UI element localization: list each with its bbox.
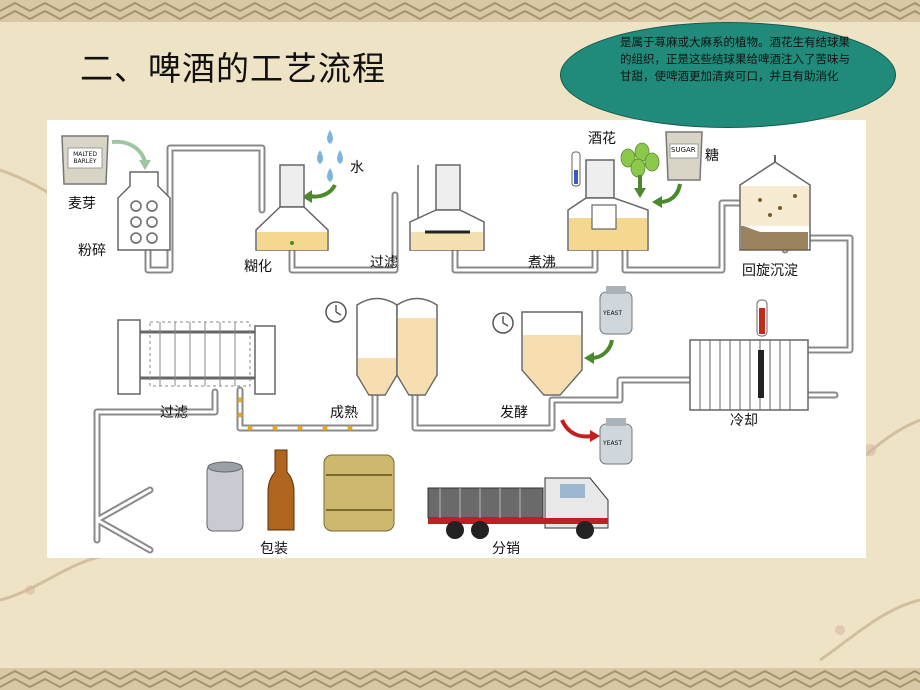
yeast-jar-out-text: YEAST [603,440,623,447]
label-package: 包装 [260,541,288,557]
arrow-head-icon [590,430,600,442]
arrow-sugar-icon [659,183,682,204]
heat-exchanger-icon [689,339,809,411]
yeast-jar-text: YEAST [603,310,623,317]
label-ferment: 发酵 [500,405,528,421]
pipe-whirlpool-to-cooler [781,234,854,354]
label-hops: 酒花 [588,131,616,147]
label-whirlpool: 回旋沉淀 [742,263,798,279]
label-cooling: 冷却 [730,413,758,429]
fermenter-icon [521,311,583,396]
hops-callout-bubble [560,22,896,128]
water-drops-icon [317,130,343,182]
sugar-bag-text: SUGAR [671,146,696,154]
top-border-pattern [0,0,920,22]
hops-icon [620,142,660,178]
arrow-yeast-out-icon [560,419,593,439]
label-mill: 粉碎 [78,243,106,259]
arrow-head-icon [584,352,594,364]
pipe-ferment-to-mature [411,391,556,432]
arrow-head-icon [652,196,662,208]
label-filter: 过滤 [160,405,188,421]
mash-tun-icon [255,164,329,251]
pipe-package-fork [93,486,154,554]
label-malt: 麦芽 [68,196,96,212]
label-boil: 煮沸 [528,255,556,271]
beer-bottle-icon [267,449,295,531]
yeast-jar-icon [599,286,633,335]
thermometer-icon [571,151,581,187]
label-mature: 成熟 [330,405,358,421]
beer-can-icon [206,461,244,532]
hops-callout-text: 是属于荨麻或大麻系的植物。酒花生有结球果的组织，正是这些结球果给啤酒注入了苦味与… [620,35,850,83]
boil-kettle-icon [567,159,649,251]
maturation-clock-icon [325,301,347,323]
delivery-truck-icon [427,477,609,539]
maturation-tanks-icon [356,297,438,396]
lauter-tun-icon [409,164,485,251]
fermenter-clock-icon [492,312,514,334]
label-water: 水 [350,160,364,176]
arrow-yeast-in-icon [591,339,614,360]
mill-icon [117,171,171,251]
flow-dots [237,397,353,431]
cooling-thermometer-icon [756,299,768,337]
arrow-malt-to-mill-icon [111,139,147,163]
arrow-head-icon [302,190,312,203]
yeast-jar-out-icon [599,418,633,465]
whirlpool-tank-icon [739,155,811,251]
filter-press-icon [117,319,276,395]
label-mash: 糊化 [244,259,272,275]
arrow-head-icon [634,188,646,198]
pipe-filter-to-package [93,388,219,544]
slide-title: 二、啤酒的工艺流程 [80,49,386,88]
keg-icon [323,454,395,532]
bottom-border-pattern [0,668,920,690]
arrow-water-icon [309,183,337,199]
label-distribute: 分销 [492,541,520,557]
label-sugar: 糖 [705,148,719,164]
malt-bag-icon [61,135,109,185]
pipe-lauter-to-boil [451,246,599,274]
arrow-head-icon [139,160,151,170]
label-lauter: 过滤 [370,255,398,271]
sugar-bag-icon [665,131,703,181]
malt-bag-text: MALTED BARLEY [73,151,97,165]
